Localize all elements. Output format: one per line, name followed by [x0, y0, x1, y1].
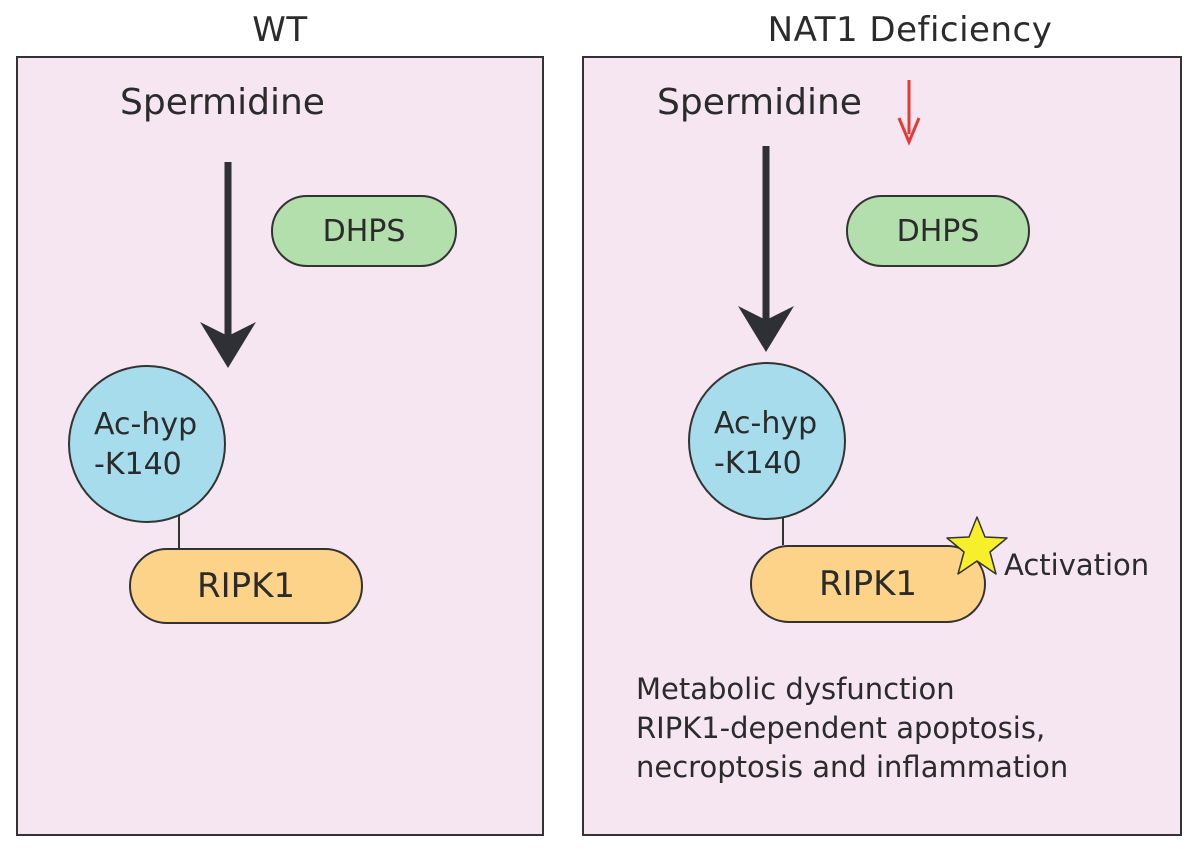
outcome-line-2: RIPK1-dependent apoptosis, [636, 711, 1046, 745]
wt-pathway-arrowhead [200, 322, 256, 368]
nat1-modification-line1: Ac-hyp [714, 406, 818, 441]
nat1-ripk1-node: RIPK1 [750, 545, 986, 623]
nat1-panel [582, 56, 1182, 836]
decrease-arrowhead [897, 117, 921, 146]
nat1-pathway-arrowhead [738, 306, 794, 352]
nat1-dhps-label: DHPS [896, 213, 980, 249]
wt-modification-line2: -K140 [94, 447, 182, 482]
nat1-dhps-node: DHPS [846, 195, 1030, 267]
wt-panel-title: WT [252, 10, 308, 50]
activation-label: Activation [1004, 548, 1150, 582]
nat1-spermidine-label: Spermidine [657, 82, 862, 123]
activation-star-icon [946, 516, 1008, 575]
nat1-panel-title: NAT1 Deficiency [767, 10, 1053, 50]
outcome-line-1: Metabolic dysfunction [636, 672, 955, 706]
nat1-connector-line [782, 497, 784, 545]
wt-modification-line1: Ac-hyp [94, 407, 198, 442]
outcome-line-3: necroptosis and inflammation [636, 750, 1069, 784]
wt-dhps-label: DHPS [322, 213, 406, 249]
nat1-modification-node: Ac-hyp -K140 [688, 362, 846, 520]
wt-ripk1-node: RIPK1 [129, 548, 363, 624]
wt-spermidine-label: Spermidine [120, 82, 325, 123]
wt-connector-line [178, 495, 180, 550]
wt-ripk1-label: RIPK1 [196, 566, 296, 606]
wt-modification-node: Ac-hyp -K140 [68, 365, 226, 523]
nat1-ripk1-label: RIPK1 [818, 564, 918, 604]
outcome-text: Metabolic dysfunction RIPK1-dependent ap… [636, 670, 1068, 787]
nat1-modification-line2: -K140 [714, 446, 802, 481]
wt-dhps-node: DHPS [271, 195, 457, 267]
